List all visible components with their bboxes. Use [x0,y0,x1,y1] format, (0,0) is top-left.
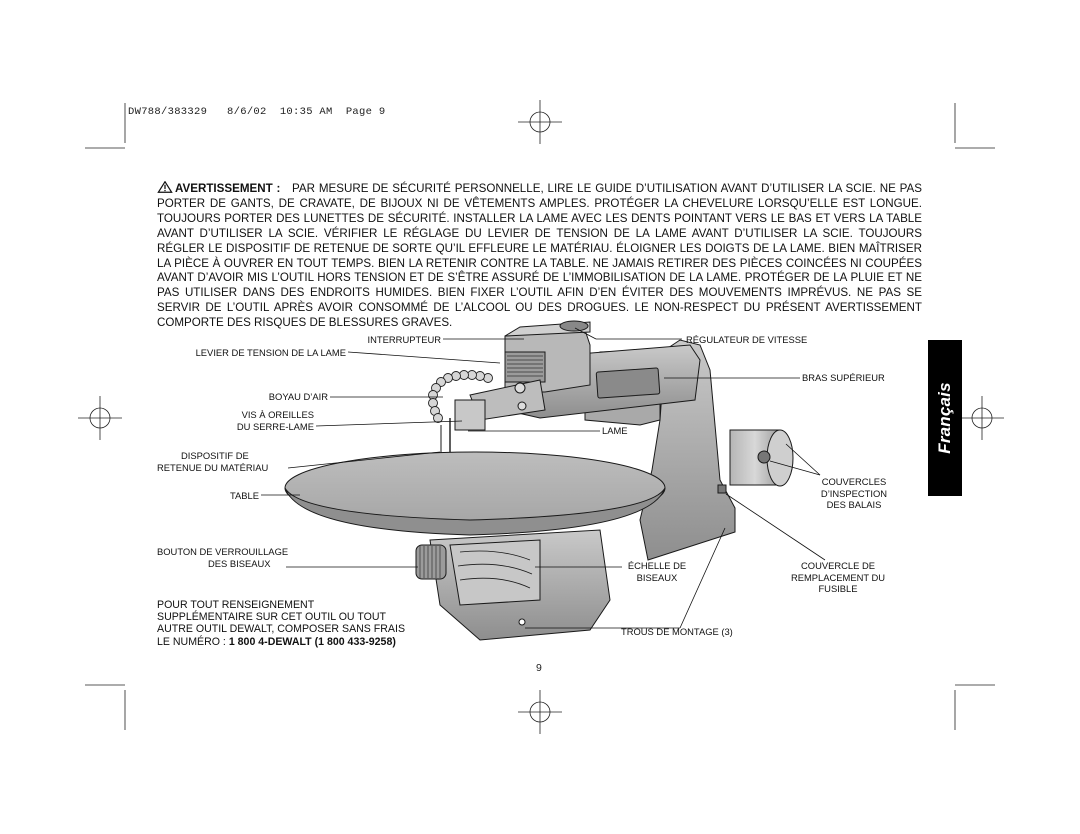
registration-mark-right [960,396,1004,440]
callout-echelle-biseaux: ÉCHELLE DE BISEAUX [627,560,687,583]
callout-bras-superieur: BRAS SUPÉRIEUR [802,372,885,383]
registration-mark-top [518,100,562,144]
registration-mark-left [78,396,122,440]
callout-boyau-air: BOYAU D’AIR [268,391,328,402]
leader-lines [261,327,826,629]
registration-mark-bottom [518,690,562,734]
callout-dispositif-retenue: DISPOSITIF DE RETENUE DU MATÉRIAU [157,450,269,473]
warning-body: PAR MESURE DE SÉCURITÉ PERSONNELLE, LIRE… [157,182,922,330]
callout-interrupteur: INTERRUPTEUR [367,334,441,345]
info-line-2: SUPPLÉMENTAIRE SUR CET OUTIL OU TOUT [157,611,386,624]
callout-bouton-verrouillage: BOUTON DE VERROUILLAGE DES BISEAUX [157,546,289,569]
info-line-3: AUTRE OUTIL DEWALT, COMPOSER SANS FRAIS [157,623,406,636]
info-line-4: LE NUMÉRO : 1 800 4-DEWALT (1 800 433-92… [157,635,396,648]
warning-label: AVERTISSEMENT : [175,182,281,195]
callout-vis-oreilles: VIS À OREILLES DU SERRE-LAME [236,409,314,432]
callout-table: TABLE [229,490,259,501]
callout-levier-tension: LEVIER DE TENSION DE LA LAME [195,347,346,358]
page-number: 9 [536,662,542,674]
language-tab-label: Français [935,382,954,454]
info-line-1: POUR TOUT RENSEIGNEMENT [157,599,315,611]
callout-couvercle-fusible: COUVERCLE DE REMPLACEMENT DU FUSIBLE [790,560,886,595]
info-phone: 1 800 4-DEWALT (1 800 433-9258) [228,635,396,648]
callout-lame: LAME [602,425,628,436]
print-header: DW788/383329 8/6/02 10:35 AM Page 9 [128,106,386,118]
warning-triangle-icon [157,181,173,193]
callout-trous-montage: TROUS DE MONTAGE (3) [621,626,733,637]
callout-couvercles-inspection: COUVERCLES D’INSPECTION DES BALAIS [820,476,888,511]
warning-paragraph: AVERTISSEMENT : PAR MESURE DE SÉCURITÉ P… [157,181,922,331]
callout-regulateur-vitesse: RÉGULATEUR DE VITESSE [686,334,808,345]
language-tab: Français [928,340,962,496]
contact-info: POUR TOUT RENSEIGNEMENT SUPPLÉMENTAIRE S… [157,599,405,648]
